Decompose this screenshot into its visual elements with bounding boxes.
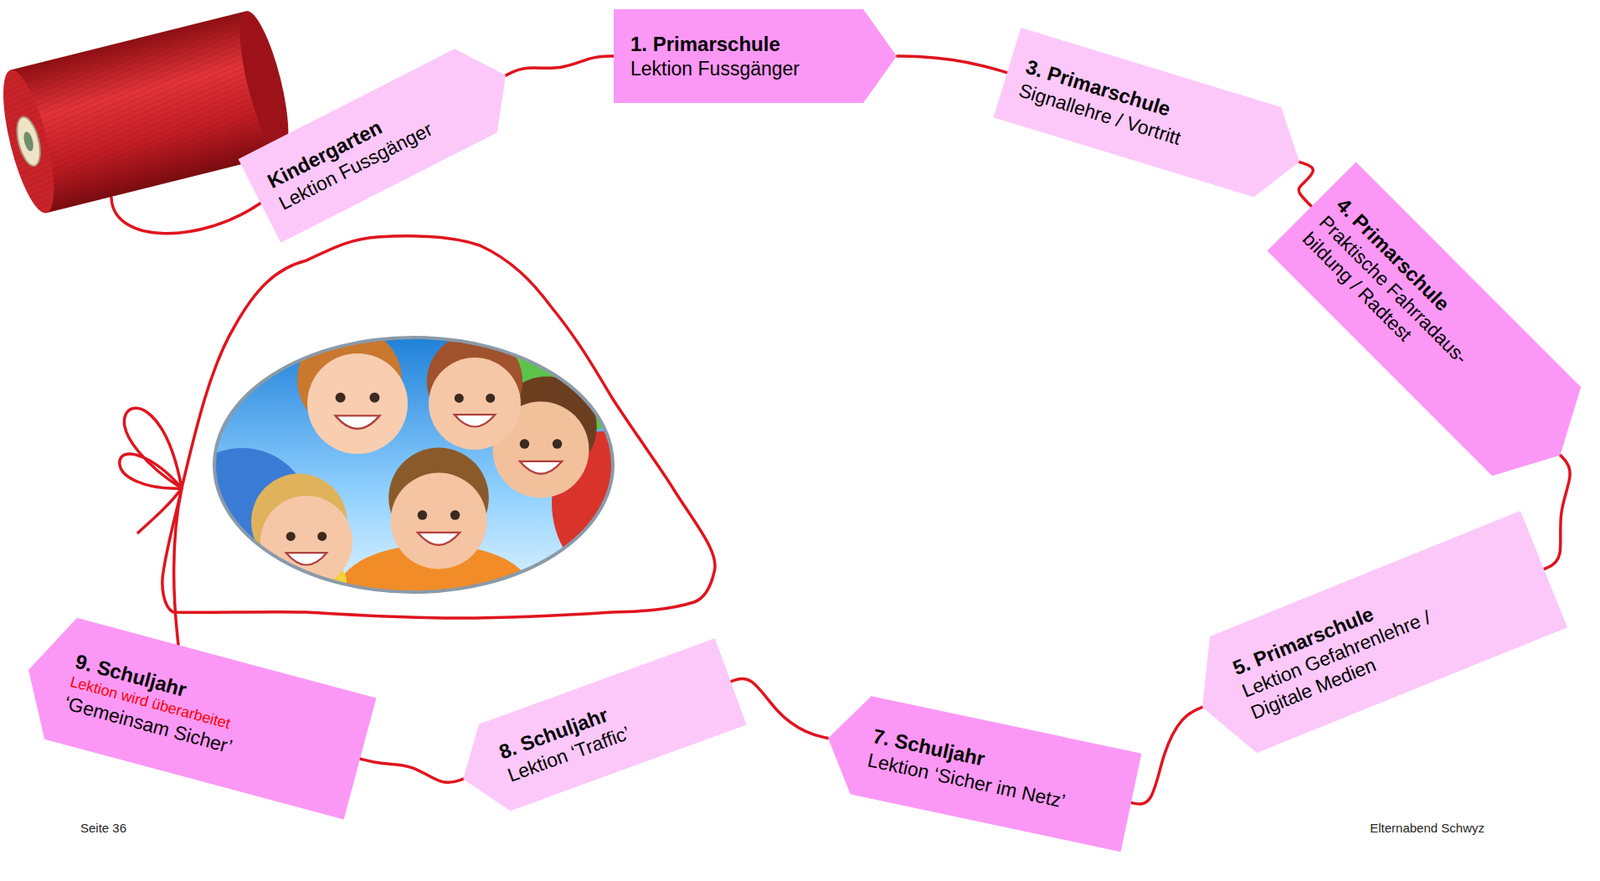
children-photo-part-part-part [335, 415, 381, 429]
children-photo-part-part-part [369, 392, 380, 403]
stage-tag: 4. PrimarschulePraktische Fahrradaus- bi… [1266, 161, 1600, 500]
thread-line [111, 197, 262, 234]
children-photo-part [174, 327, 653, 637]
tag-content: 3. PrimarschuleSignallehre / Vortritt [992, 27, 1313, 207]
children-photo-part-part-part [286, 552, 327, 565]
tag-content: 7. SchuljahrLektion ‘Sicher im Netz’ [818, 689, 1143, 852]
thread-spool-part [12, 114, 45, 169]
children-photo-part-part-part [485, 393, 495, 403]
thread-spool-part [21, 130, 36, 153]
children-photo-part-part-part [317, 531, 327, 541]
stage-tag: 8. SchuljahrLektion ‘Traffic’ [447, 637, 746, 823]
stage-tag: 1. PrimarschuleLektion Fussgänger [613, 9, 897, 103]
tag-heading: 1. Primarschule [630, 31, 781, 57]
children-photo-part [214, 337, 613, 592]
thread-connector [1298, 161, 1313, 206]
thread-bow [123, 407, 182, 489]
tag-shape-fill [1178, 510, 1568, 766]
thread-connector [360, 758, 464, 782]
children-photo-part-part-part [450, 509, 461, 520]
children-photo [174, 327, 653, 637]
tag-shape-fill [1266, 161, 1600, 500]
children-photo-part-part-part [428, 357, 521, 450]
tag-shape-fill [447, 637, 746, 823]
children-photo-part-part-part [390, 473, 488, 570]
thread-connector [1131, 706, 1203, 804]
children-photo-part-part-part [552, 438, 563, 449]
tag-content: 1. PrimarschuleLektion Fussgänger [613, 9, 897, 103]
thread-loop [162, 236, 716, 618]
tag-content: 9. SchuljahrLektion wird überarbeitet‘Ge… [12, 608, 377, 819]
children-photo-part-part-part [307, 353, 408, 454]
thread-connector [730, 678, 829, 738]
tag-shape-fill [12, 608, 377, 819]
children-photo-part-part-part [454, 393, 464, 403]
tag-content: KindergartenLektion Fussgänger [238, 33, 528, 243]
tag-shape-fill [818, 689, 1143, 852]
thread-line [173, 488, 182, 645]
children-photo-part-part-part [417, 509, 428, 520]
tag-shape-fill [613, 9, 897, 103]
thread-spool-part [0, 65, 65, 217]
tag-content: 5. PrimarschuleLektion Gefahrenlehre / D… [1178, 510, 1568, 766]
tag-content: 4. PrimarschulePraktische Fahrradaus- bi… [1266, 161, 1600, 500]
tag-content: 8. SchuljahrLektion ‘Traffic’ [447, 637, 746, 823]
page-footer: Seite 36 [80, 820, 127, 836]
children-photo-part-part-part [260, 495, 353, 588]
children-photo-part-part-part [417, 532, 461, 546]
thread-connector [896, 56, 1007, 73]
children-photo-part-part-part [519, 438, 530, 449]
thread-connector [505, 56, 614, 76]
stage-tag: 7. SchuljahrLektion ‘Sicher im Netz’ [818, 689, 1143, 852]
children-photo-part-part-part [454, 414, 495, 427]
stage-tag: 3. PrimarschuleSignallehre / Vortritt [992, 27, 1313, 207]
tag-text: Praktische Fahrradaus- bildung / Radtest [1297, 210, 1503, 416]
children-photo-part-part-part [335, 392, 346, 403]
page-footer: Elternabend Schwyz [1369, 820, 1485, 836]
thread-connector [1543, 454, 1570, 569]
stage-tag: KindergartenLektion Fussgänger [238, 33, 528, 243]
stage-tag: 9. SchuljahrLektion wird überarbeitet‘Ge… [12, 608, 377, 819]
children-photo-part-part-part [286, 531, 296, 541]
thread-spool-part [0, 65, 65, 217]
children-photo-part-part-part [519, 461, 563, 474]
tag-shape-fill [992, 27, 1313, 207]
stage-tag: 5. PrimarschuleLektion Gefahrenlehre / D… [1178, 510, 1568, 766]
children-photo-part-part [388, 447, 489, 570]
tag-shape [613, 9, 897, 103]
thread-bow [119, 453, 182, 489]
children-photo-part-part [297, 327, 408, 454]
tag-text: Lektion Fussgänger [630, 56, 800, 81]
tag-shape-fill [238, 33, 528, 243]
